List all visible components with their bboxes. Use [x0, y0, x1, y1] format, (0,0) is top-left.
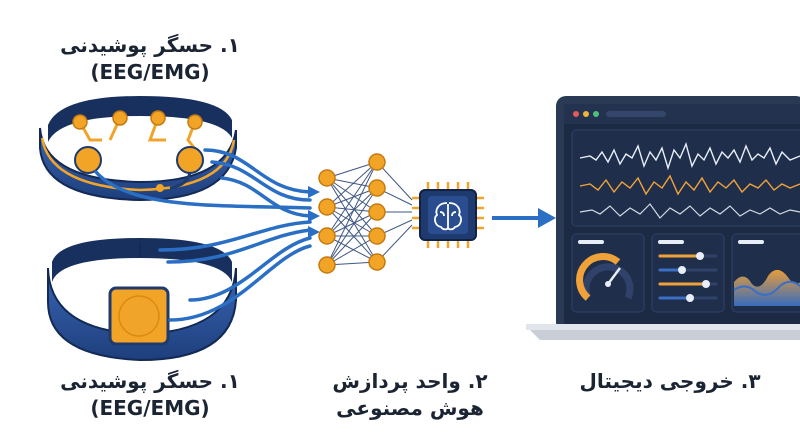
ai-brain-chip-icon — [412, 182, 484, 248]
sensor-label-bottom: ۱. حسگر پوشیدنی (EEG/EMG) — [40, 368, 260, 422]
sensor-wires — [94, 148, 312, 322]
neural-network-icon — [318, 153, 413, 274]
processing-label-subtitle: هوش مصنوعی — [336, 396, 484, 420]
laptop-dashboard-icon — [526, 96, 800, 340]
sensor-label-top-subtitle: (EEG/EMG) — [90, 60, 210, 84]
headband-sensor-icon — [39, 96, 237, 202]
output-label: ۳. خروجی دیجیتال — [560, 368, 780, 395]
sensor-label-bottom-title: ۱. حسگر پوشیدنی — [60, 369, 240, 393]
processing-label: ۲. واحد پردازش هوش مصنوعی — [300, 368, 520, 422]
sensor-label-top: ۱. حسگر پوشیدنی (EEG/EMG) — [40, 32, 260, 86]
sensor-label-top-title: ۱. حسگر پوشیدنی — [60, 33, 240, 57]
output-label-title: ۳. خروجی دیجیتال — [579, 369, 761, 393]
sensor-label-bottom-subtitle: (EEG/EMG) — [90, 396, 210, 420]
processing-label-title: ۲. واحد پردازش — [332, 369, 488, 393]
output-arrow — [492, 208, 556, 228]
wire-arrowheads — [308, 186, 320, 238]
